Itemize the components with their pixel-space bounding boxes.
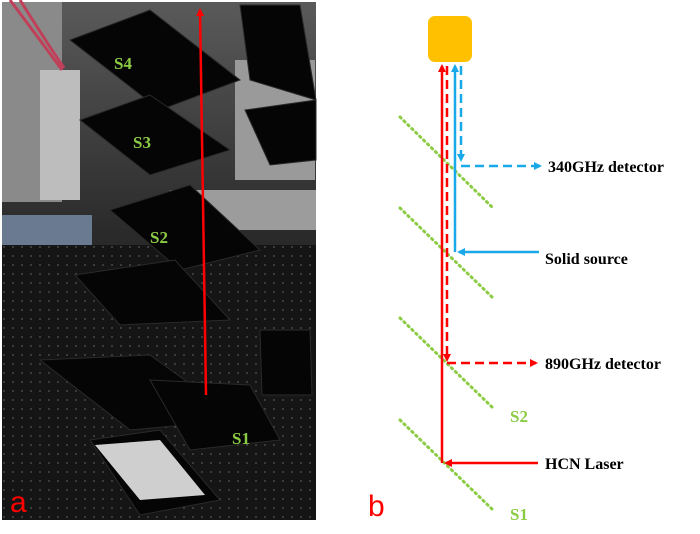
label-s2: S2	[510, 407, 528, 426]
splitters	[398, 115, 495, 512]
label-890ghz-detector: 890GHz detector	[545, 356, 661, 373]
target-box	[428, 16, 472, 62]
splitter-label-s2: S2	[150, 228, 168, 247]
panel-label-b: b	[368, 490, 385, 523]
splitter-label-s1: S1	[232, 429, 250, 448]
splitter-label-s3: S3	[133, 133, 151, 152]
label-solid-source: Solid source	[545, 251, 628, 268]
schematic-panel: 340GHz detector Solid source 890GHz dete…	[368, 16, 664, 524]
label-s1: S1	[510, 505, 528, 524]
panel-label-a: a	[10, 486, 27, 519]
beam-arrow	[196, 8, 208, 396]
label-340ghz-detector: 340GHz detector	[548, 159, 664, 176]
photo-panel: S4 S3 S2 S1 a	[2, 0, 317, 520]
label-hcn-laser: HCN Laser	[545, 456, 624, 473]
splitter-label-s4: S4	[114, 54, 132, 73]
